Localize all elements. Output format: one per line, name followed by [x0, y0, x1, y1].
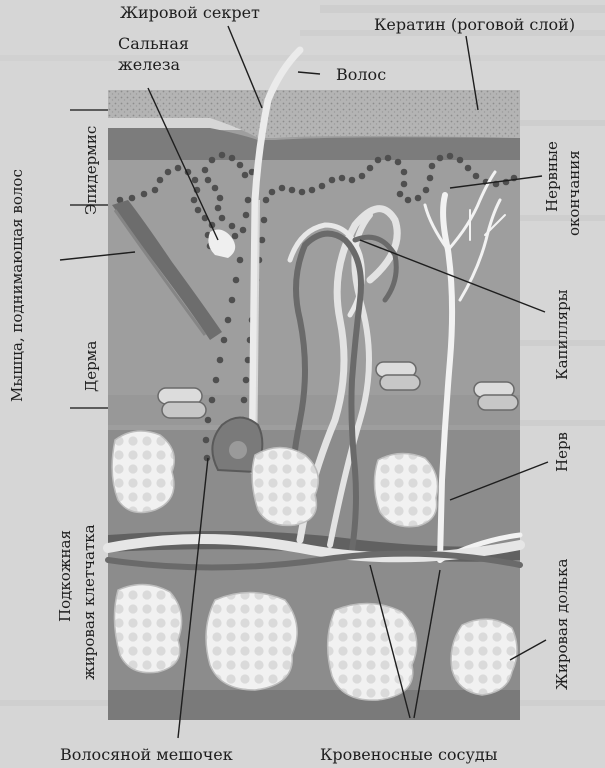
label-subcutaneous-1: Подкожная — [56, 530, 74, 622]
label-nerve-endings-2: окончания — [565, 150, 583, 236]
label-keratin: Кератин (роговой слой) — [374, 15, 575, 34]
label-sebaceous-1: Сальная — [118, 34, 189, 53]
label-epidermis: Эпидермис — [82, 126, 100, 215]
label-fat-lobule: Жировая долька — [553, 559, 571, 690]
label-fat-secretion: Жировой секрет — [120, 3, 260, 22]
label-dermis: Дерма — [82, 341, 100, 392]
label-arrector-muscle: Мышца, поднимающая волос — [8, 169, 26, 402]
label-capillaries: Капилляры — [553, 289, 571, 380]
label-subcutaneous-2: жировая клетчатка — [80, 524, 98, 680]
label-nerve: Нерв — [553, 432, 571, 472]
label-hair-follicle: Волосяной мешочек — [60, 745, 233, 764]
label-sebaceous-2: железа — [118, 55, 181, 74]
label-blood-vessels: Кровеносные сосуды — [320, 745, 498, 764]
label-nerve-endings-1: Нервные — [543, 141, 561, 212]
label-hair: Волос — [336, 65, 386, 84]
